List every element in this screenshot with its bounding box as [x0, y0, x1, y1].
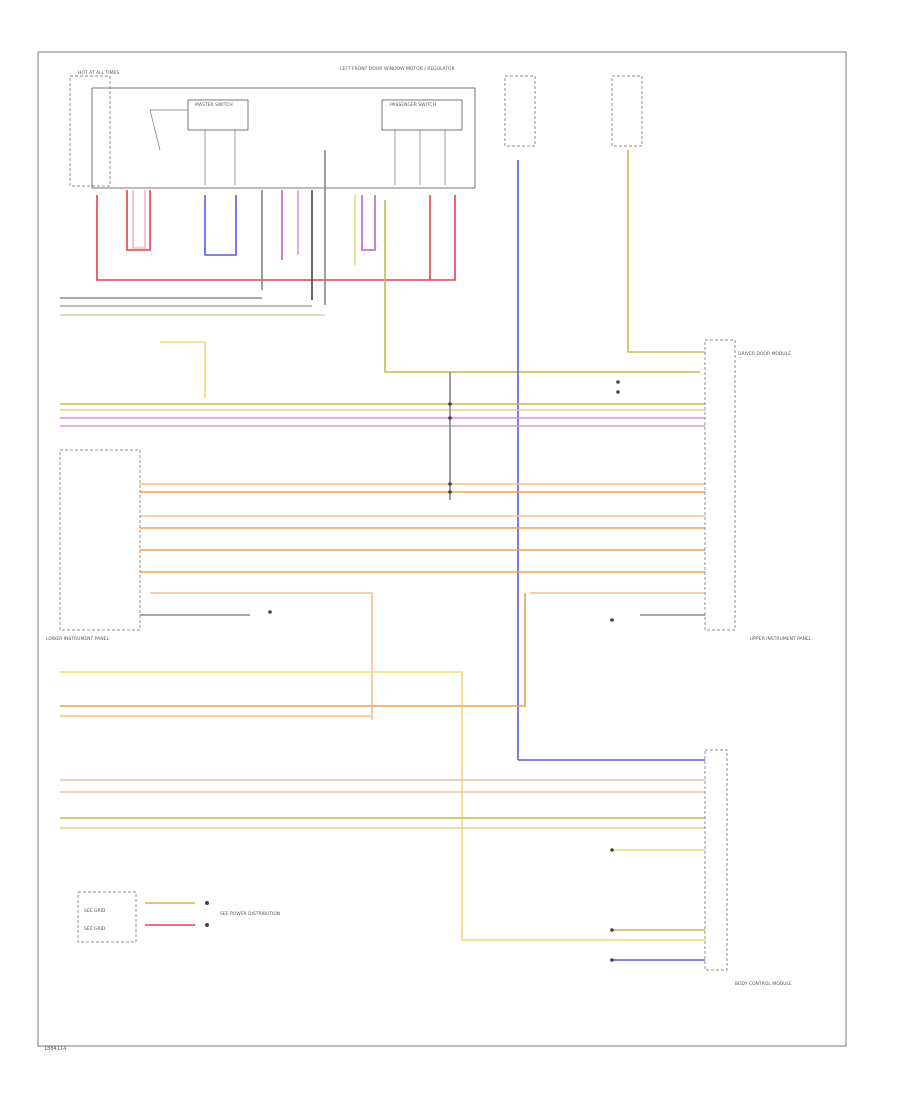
- top-drop-wires: [96, 150, 705, 760]
- left-connector: [59, 449, 141, 631]
- center-wires: [60, 372, 705, 720]
- junctions: [268, 380, 620, 962]
- lower-wires: [60, 593, 705, 961]
- legend: SEE GRID SEE GRID SEE POWER DISTRIBUTION: [77, 891, 280, 943]
- page-id: 1884114: [44, 1046, 66, 1052]
- top-components: HOT AT ALL TIMES LEFT FRONT DOOR WINDOW …: [69, 66, 643, 189]
- legend-b: SEE GRID: [84, 926, 106, 932]
- passenger-switch-box: [381, 99, 463, 131]
- right-connector-label: UPPER INSTRUMENT PANEL: [750, 636, 812, 642]
- left-connector-label: LOWER INSTRUMENT PANEL: [46, 636, 109, 642]
- driver-module-label: DRIVER DOOR MODULE: [738, 351, 791, 357]
- fuse-right-b: [611, 75, 643, 147]
- bcm-outline: [704, 749, 728, 971]
- master-switch-label: MASTER SWITCH: [195, 102, 233, 108]
- fuse-block-label: HOT AT ALL TIMES: [78, 70, 119, 76]
- legend-note: SEE POWER DISTRIBUTION: [220, 911, 280, 917]
- window-motor-outline: [91, 87, 476, 189]
- passenger-switch-label: PASSENGER SWITCH: [390, 102, 436, 108]
- legend-a: SEE GRID: [84, 908, 106, 914]
- master-switch-box: [187, 99, 249, 131]
- left-upper-wires: [60, 297, 325, 398]
- legend-box: [77, 891, 137, 943]
- bcm-label: BODY CONTROL MODULE: [735, 981, 792, 987]
- fuse-block-outline: [69, 75, 111, 187]
- diagram-frame: [37, 51, 847, 1047]
- fuse-right-a: [504, 75, 536, 147]
- connectors: LOWER INSTRUMENT PANEL UPPER INSTRUMENT …: [46, 339, 812, 642]
- window-motor-label: LEFT FRONT DOOR WINDOW MOTOR / REGULATOR: [340, 66, 455, 72]
- bottom-module: BODY CONTROL MODULE: [704, 749, 792, 987]
- right-connector: [704, 339, 736, 631]
